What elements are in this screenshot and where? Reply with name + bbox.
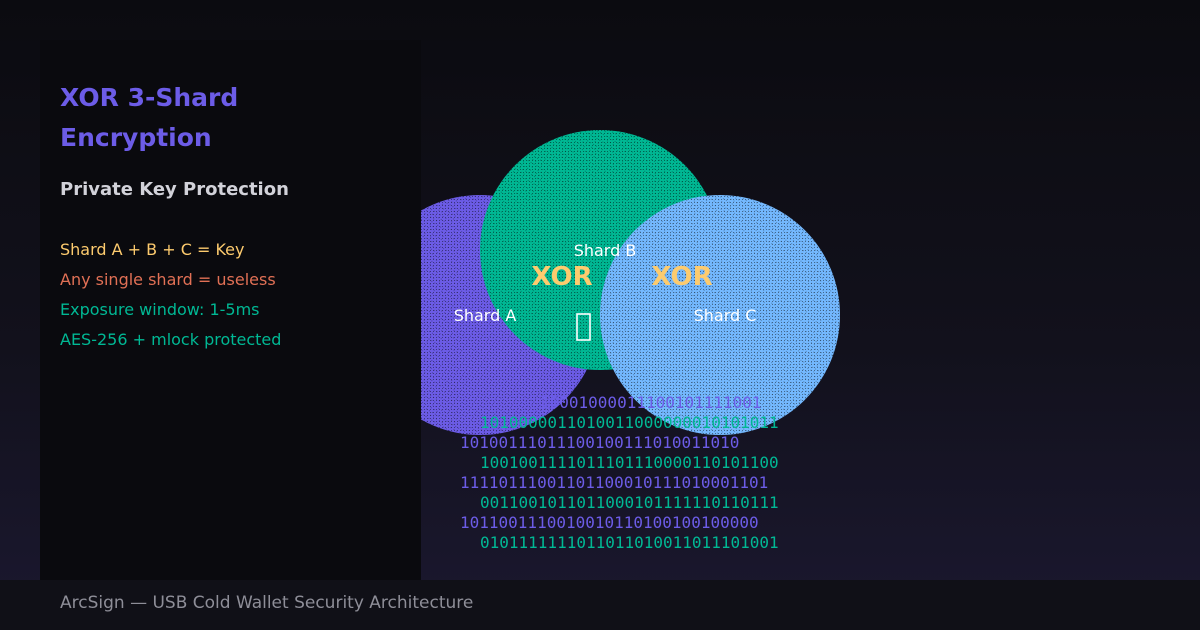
fact-single-shard: Any single shard = useless bbox=[60, 270, 276, 289]
shard-a-label: Shard A bbox=[454, 306, 517, 325]
fact-exposure-window: Exposure window: 1-5ms bbox=[60, 300, 260, 319]
fact-key-composition: Shard A + B + C = Key bbox=[60, 240, 245, 259]
fact-aes-protection: AES-256 + mlock protected bbox=[60, 330, 282, 349]
binary-stream: 10001000011100101111001 1010000011010011… bbox=[460, 393, 840, 553]
binary-line: 1011001110010010110100100100000 bbox=[460, 513, 759, 532]
xor-shard-diagram: Shard A Shard B Shard C XOR XOR bbox=[421, 130, 840, 435]
xor-label-ab: XOR bbox=[531, 262, 592, 292]
binary-line: 10100111011100100111010011010 bbox=[460, 433, 740, 452]
binary-line: 11110111001101100010111010001101 bbox=[460, 473, 769, 492]
page-title: XOR 3-Shard Encryption bbox=[60, 83, 239, 152]
lock-icon bbox=[576, 313, 591, 341]
shard-b-label: Shard B bbox=[574, 241, 637, 260]
page-subtitle: Private Key Protection bbox=[60, 179, 289, 200]
binary-line: 0011001011011000101111110110111 bbox=[480, 493, 779, 512]
binary-line: 1010000011010011000000010101011 bbox=[480, 413, 779, 432]
binary-line: 10001000011100101111001 bbox=[540, 393, 762, 412]
footer-bar: ArcSign — USB Cold Wallet Security Archi… bbox=[0, 580, 1200, 630]
shard-c-label: Shard C bbox=[694, 306, 757, 325]
footer-caption: ArcSign — USB Cold Wallet Security Archi… bbox=[60, 593, 474, 613]
shard-c-circle bbox=[600, 195, 840, 435]
xor-label-bc: XOR bbox=[651, 262, 712, 292]
binary-line: 0101111111011011010011011101001 bbox=[480, 533, 779, 552]
info-panel: XOR 3-Shard Encryption Private Key Prote… bbox=[40, 40, 421, 580]
binary-line: 1001001111011101110000110101100 bbox=[480, 453, 779, 472]
